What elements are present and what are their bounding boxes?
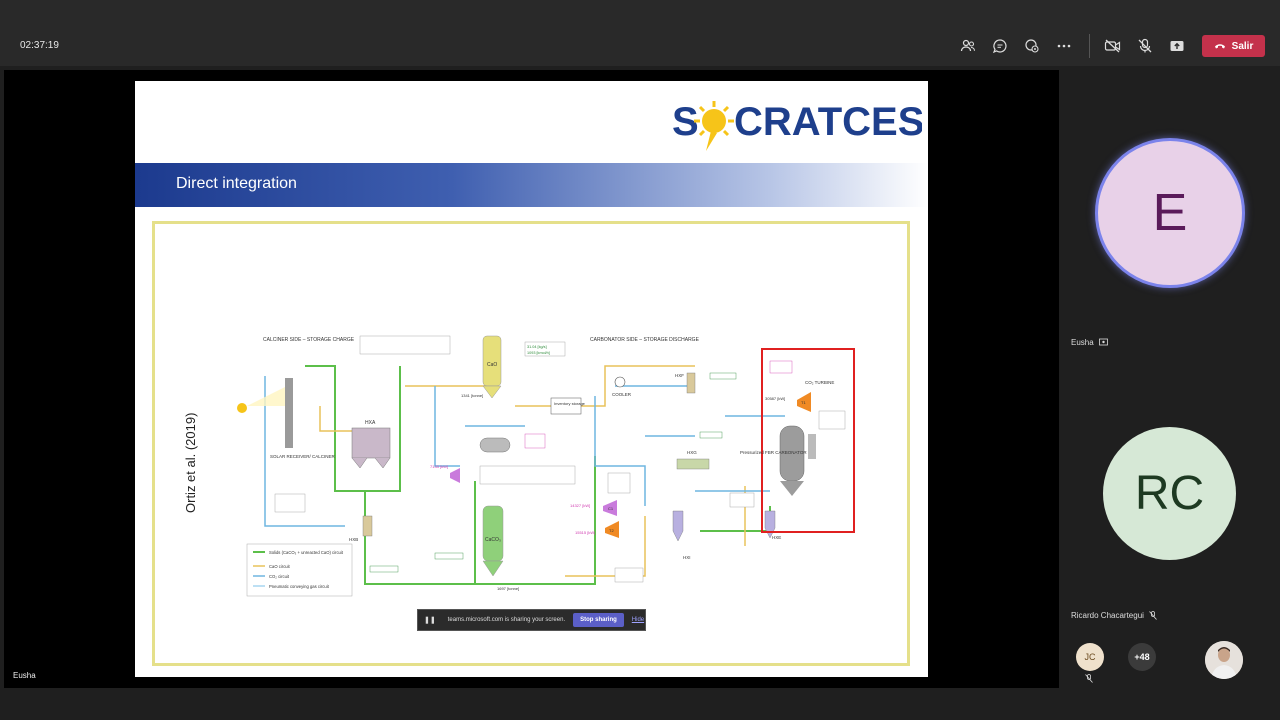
calciner-header: CALCINER SIDE – STORAGE CHARGE xyxy=(263,337,355,343)
share-icon xyxy=(1169,38,1185,54)
carbonator-header: CARBONATOR SIDE – STORAGE DISCHARGE xyxy=(590,337,700,343)
avatar-initial: E xyxy=(1153,183,1188,243)
stop-sharing-button[interactable]: Stop sharing xyxy=(573,613,624,627)
tag-flow-1: 31.04 [kg/s] xyxy=(527,345,547,349)
meeting-timer: 02:37:19 xyxy=(20,40,59,51)
toolbar-divider xyxy=(1089,34,1090,58)
cao-silo xyxy=(483,336,501,386)
presenter-share-icon xyxy=(1099,338,1108,347)
person-photo xyxy=(1205,641,1243,679)
solar-receiver-tower xyxy=(285,378,293,448)
more-icon xyxy=(1056,38,1072,54)
hxf-unit xyxy=(687,373,695,393)
participant-avatar-jc[interactable]: JC xyxy=(1076,643,1104,671)
pause-icon: ❚❚ xyxy=(424,616,436,624)
hxb-label: HXB xyxy=(349,537,358,542)
chat-button[interactable] xyxy=(990,36,1010,56)
screen-sharing-bar: ❚❚ teams.microsoft.com is sharing your s… xyxy=(417,609,646,631)
hxf-label: HXF xyxy=(675,373,684,378)
hxg-unit xyxy=(677,459,709,469)
chat-icon xyxy=(992,38,1008,54)
presentation-slide: S CRATCES Direct integration Ortiz et al… xyxy=(135,81,928,677)
caco3-silo xyxy=(483,506,503,561)
mic-muted-icon xyxy=(1149,611,1157,620)
participant-avatar-ricardo[interactable]: RC xyxy=(1103,427,1236,560)
t2-label: T2 xyxy=(609,528,614,533)
hxi-label: HXI xyxy=(683,555,691,560)
leave-button[interactable]: Salir xyxy=(1202,35,1265,57)
cooler-label: COOLER xyxy=(612,392,632,397)
inlet-compressor xyxy=(450,468,460,483)
slide-title: Direct integration xyxy=(176,175,297,193)
cao-mass: 1341 [tonne] xyxy=(461,393,483,398)
cao-label: CaO xyxy=(487,362,497,368)
citation-text: Ortiz et al. (2019) xyxy=(183,413,198,513)
participant-name-text: Ricardo Chacartegui xyxy=(1071,611,1144,620)
mic-toggle-button[interactable] xyxy=(1135,36,1155,56)
meeting-toolbar: 02:37:19 Salir xyxy=(0,0,1280,66)
avatar-initials: RC xyxy=(1135,466,1204,521)
co2-turbine-label: CO₂ TURBINE xyxy=(805,380,834,385)
sharing-message: teams.microsoft.com is sharing your scre… xyxy=(448,617,565,623)
tag-flow-2: 1093 [kmol/h] xyxy=(527,351,550,355)
participant-name-eusha: Eusha xyxy=(1071,338,1108,347)
co2-storage-vessel xyxy=(480,438,510,452)
slide-title-banner: Direct integration xyxy=(135,163,928,207)
caco3-mass: 1697 [tonne] xyxy=(497,586,519,591)
cyclone xyxy=(808,434,816,459)
leave-label: Salir xyxy=(1232,41,1254,52)
camera-off-icon xyxy=(1104,38,1122,54)
legend-cao: CaO circuit xyxy=(269,564,291,569)
more-actions-button[interactable] xyxy=(1054,36,1074,56)
camera-toggle-button[interactable] xyxy=(1103,36,1123,56)
legend-gas: Pneumatic conveying gas circuit xyxy=(269,584,330,589)
hxe-unit xyxy=(765,511,775,538)
reactions-button[interactable] xyxy=(1022,36,1042,56)
participant-video-thumbnail[interactable] xyxy=(1205,641,1243,679)
hxa-unit xyxy=(352,428,390,458)
cooler-unit xyxy=(615,377,625,387)
socratces-logo: S CRATCES xyxy=(672,97,922,153)
co2-circuit xyxy=(265,376,785,526)
compressor-power-1: 7133 [kW] xyxy=(430,464,448,469)
logo-graphic: S CRATCES xyxy=(672,97,922,153)
c1-label: C1 xyxy=(608,506,614,511)
participant-name-ricardo: Ricardo Chacartegui xyxy=(1071,611,1157,620)
hxa-label: HXA xyxy=(365,420,376,426)
svg-text:CRATCES: CRATCES xyxy=(734,100,922,144)
participant-avatar-eusha[interactable]: E xyxy=(1095,138,1245,288)
hxg-label: HXG xyxy=(687,450,697,455)
legend-solids: Solids (CaCO₃ + unreacted CaO) circuit xyxy=(269,550,344,555)
mic-off-icon xyxy=(1137,38,1153,54)
participants-button[interactable] xyxy=(958,36,978,56)
carbonator-cone xyxy=(780,481,804,496)
turbine-power-1: 30587 [kW] xyxy=(765,396,785,401)
participant-name-text: Eusha xyxy=(1071,338,1094,347)
presenter-name: Eusha xyxy=(13,671,36,680)
carbonator-label: Pressurized FBR CARBONATOR xyxy=(740,450,807,455)
turbine-power-2: 15515 [kW] xyxy=(575,530,595,535)
participants-icon xyxy=(960,38,976,54)
compressor-power-2: 14327 [kW] xyxy=(570,503,590,508)
more-participants-button[interactable]: +48 xyxy=(1128,643,1156,671)
sun-icon xyxy=(237,403,247,413)
hxi-unit xyxy=(673,511,683,541)
process-flow-diagram: CALCINER SIDE – STORAGE CHARGE CARBONATO… xyxy=(225,316,865,611)
more-participants-count: +48 xyxy=(1134,652,1149,662)
caco3-label: CaCO₃ xyxy=(485,537,501,543)
reactions-icon xyxy=(1024,38,1040,54)
mic-muted-icon xyxy=(1085,674,1093,683)
hide-sharing-bar-link[interactable]: Hide xyxy=(632,617,644,623)
inventory-label: Inventory storage xyxy=(554,401,586,406)
hxe-label: HXE xyxy=(772,535,781,540)
t1-label: T1 xyxy=(801,400,806,405)
share-screen-button[interactable] xyxy=(1167,36,1187,56)
hxb-unit xyxy=(363,516,372,536)
solar-receiver-label: SOLAR RECEIVER/ CALCINER xyxy=(270,454,336,459)
avatar-initials: JC xyxy=(1085,652,1096,662)
solar-beam xyxy=(247,386,287,406)
diagram-legend: Solids (CaCO₃ + unreacted CaO) circuit C… xyxy=(247,544,352,596)
phone-hangup-icon xyxy=(1214,42,1226,50)
legend-co2: CO₂ circuit xyxy=(269,574,290,579)
